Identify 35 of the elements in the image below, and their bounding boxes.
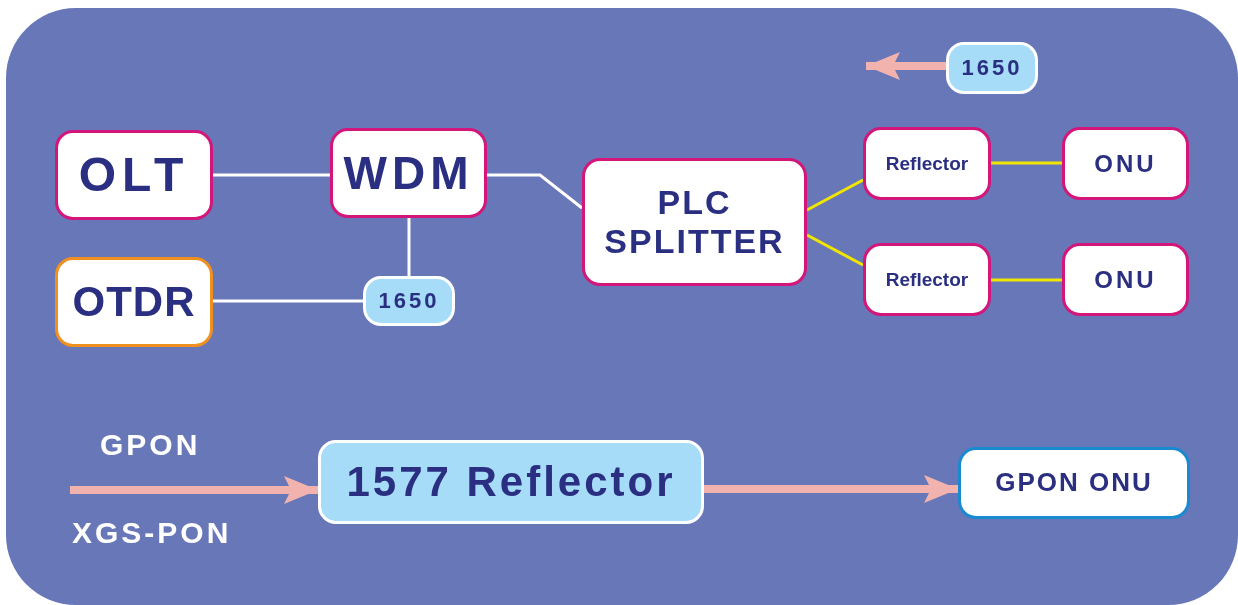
node-label: WDM	[343, 146, 474, 200]
wavelength-box	[363, 276, 455, 326]
wavelength-box	[946, 42, 1038, 94]
node-label: 1650	[961, 55, 1023, 81]
node-label: GPON ONU	[995, 468, 1153, 498]
node-label: PLC SPLITTER	[603, 182, 786, 262]
node-label: OLT	[78, 147, 190, 203]
connector-line	[213, 173, 330, 177]
wavelength-box	[318, 440, 704, 524]
component-box	[582, 158, 807, 286]
signal-label: GPON	[100, 428, 201, 462]
connector-line	[806, 178, 864, 212]
connector-line	[991, 278, 1062, 282]
component-box	[330, 128, 487, 218]
connector-line	[213, 299, 363, 303]
component-box	[55, 257, 213, 347]
node-label: 1577 Reflector	[346, 457, 676, 507]
node-label: 1650	[378, 288, 440, 314]
node-label: ONU	[1094, 149, 1157, 178]
component-box	[863, 127, 991, 200]
component-box	[958, 447, 1190, 519]
component-box	[1062, 243, 1189, 316]
signal-label: XGS-PON	[72, 516, 232, 550]
connector-line	[487, 173, 583, 210]
component-box	[1062, 127, 1189, 200]
arrow	[704, 475, 958, 503]
connector-line	[806, 233, 864, 267]
connector-line	[991, 161, 1062, 165]
node-label: OTDR	[72, 277, 196, 327]
component-box	[863, 243, 991, 316]
node-label: Reflector	[885, 268, 969, 291]
connector-line	[407, 218, 411, 276]
node-label: Reflector	[885, 152, 969, 175]
node-label: ONU	[1094, 265, 1157, 294]
component-box	[55, 130, 213, 220]
